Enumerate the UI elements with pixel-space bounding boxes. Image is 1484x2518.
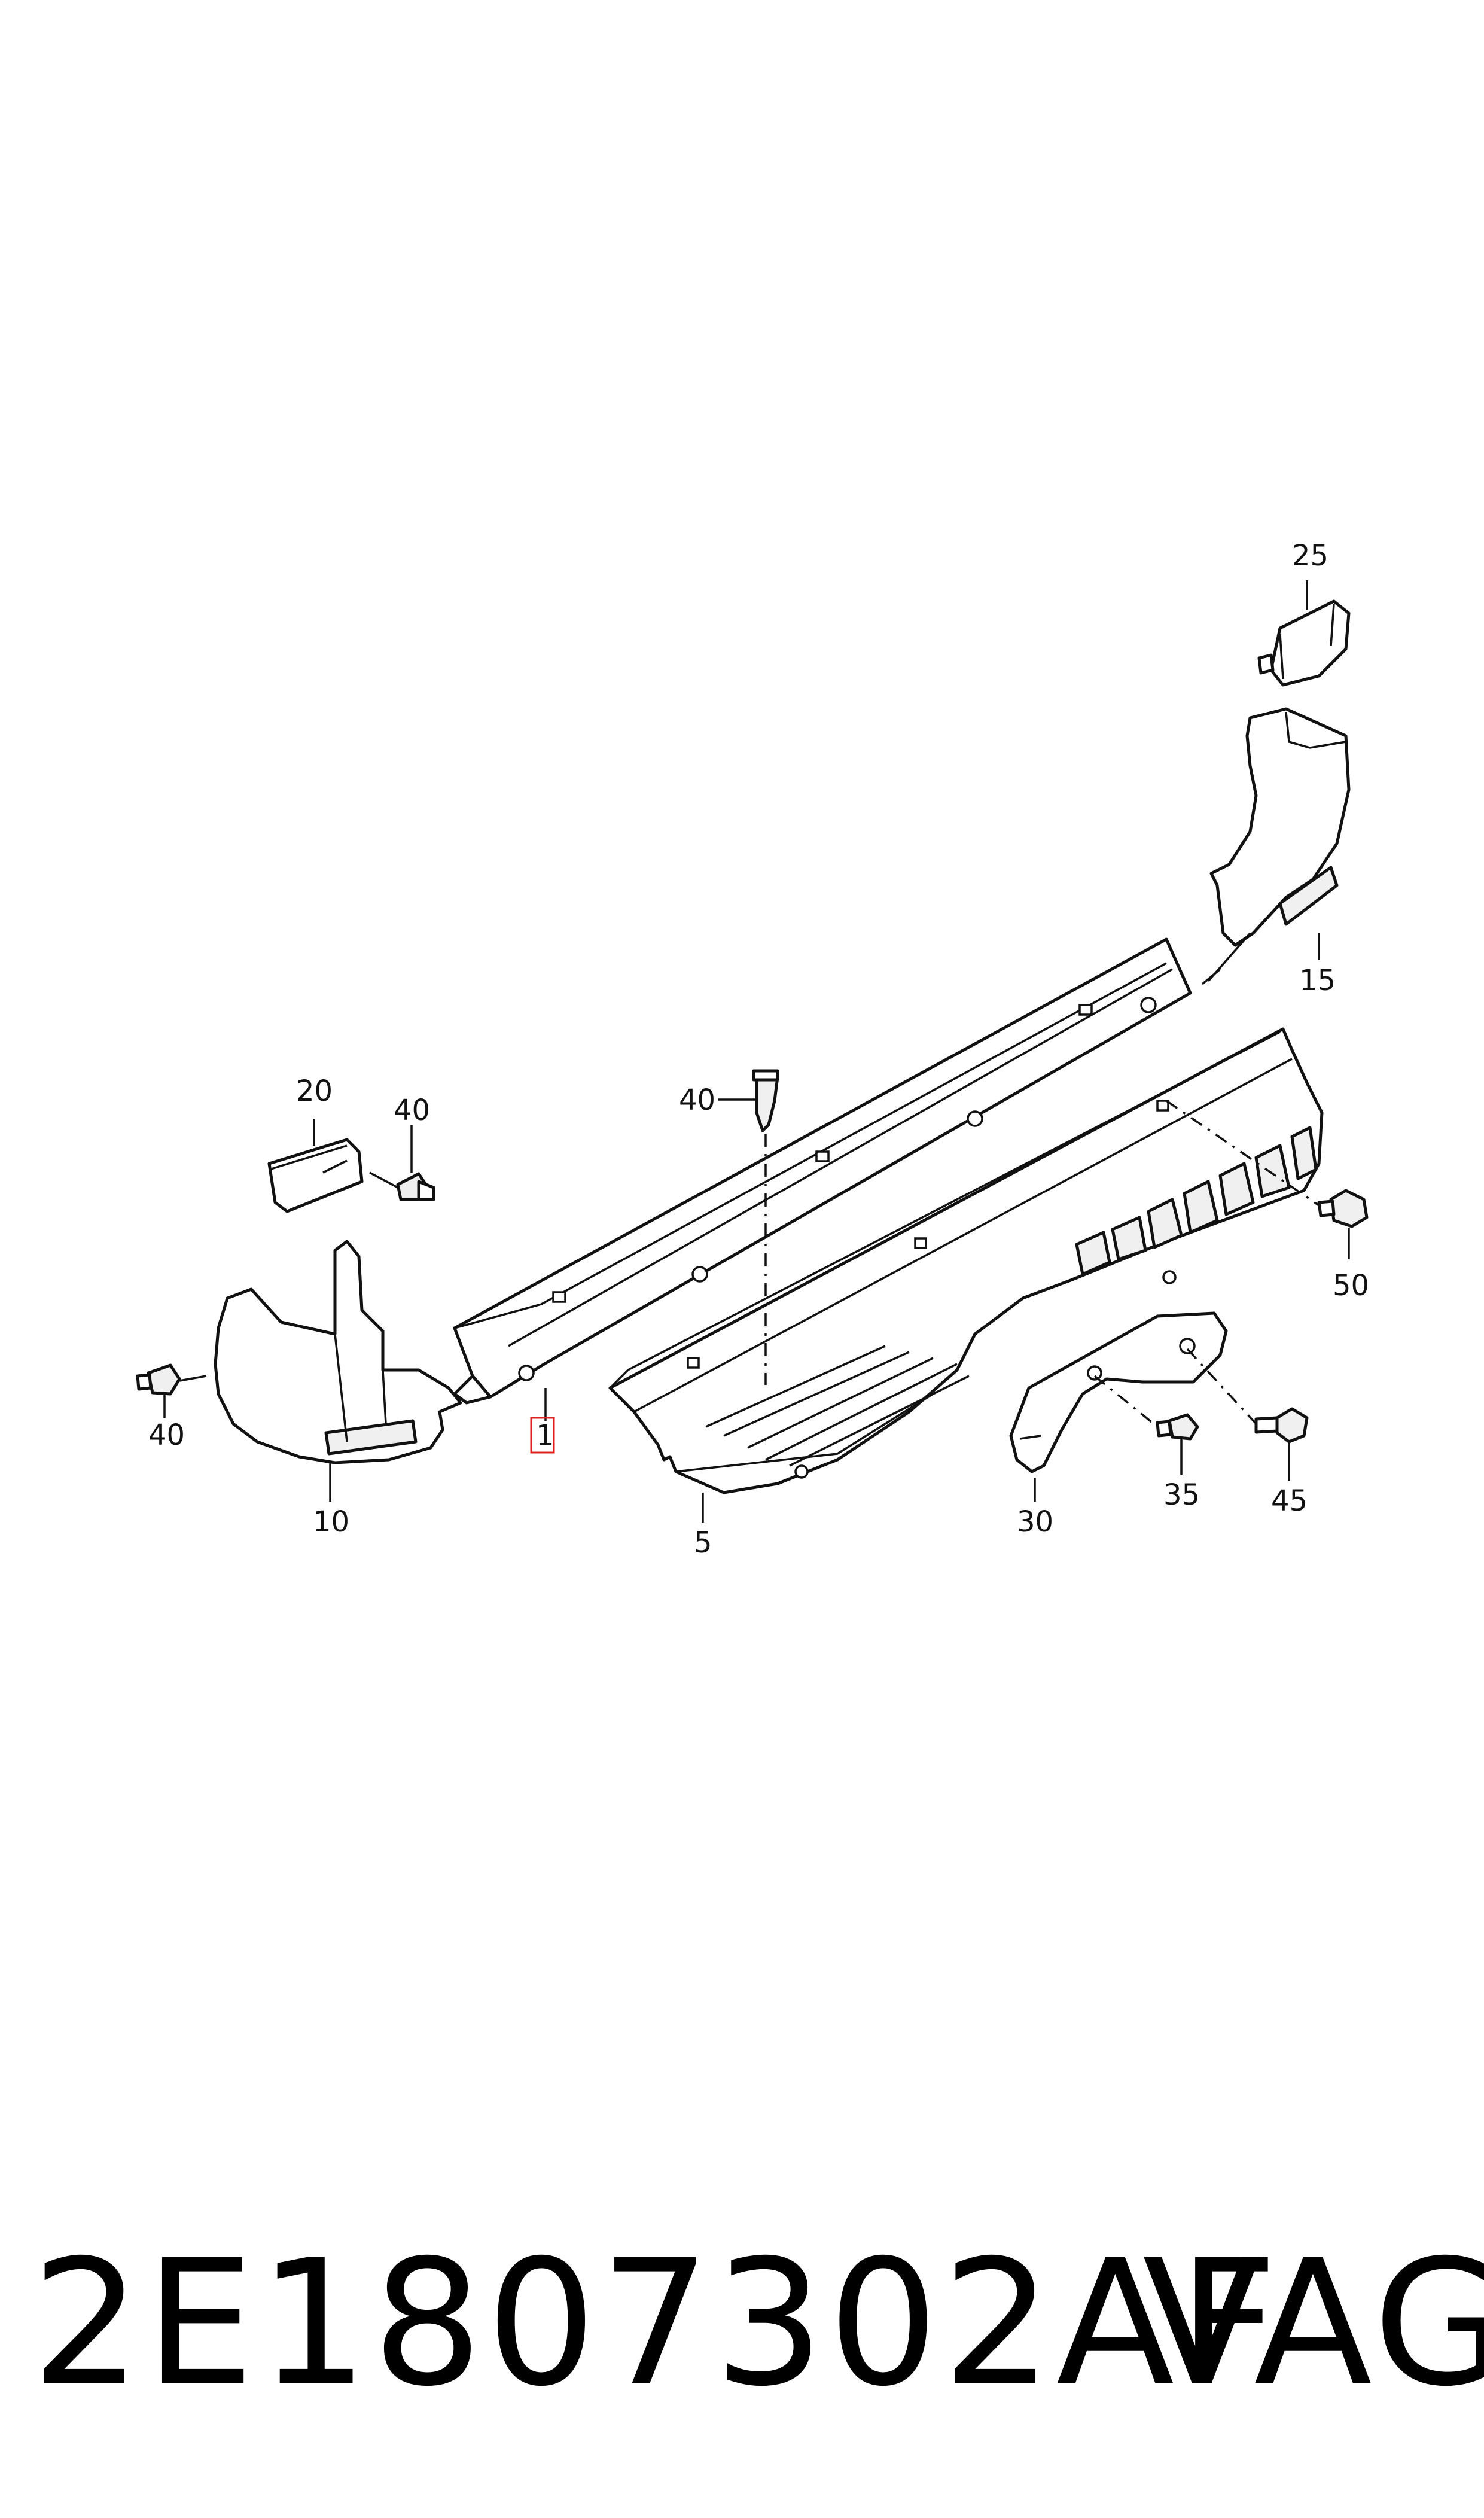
part-10-left-end-cap [214, 1240, 462, 1464]
exploded-parts-diagram: 25 15 20 40 40 50 40 1 10 5 30 35 45 [136, 539, 1369, 1560]
callout-45: 45 [1271, 1484, 1308, 1518]
brand-label: VAG [1142, 2223, 1484, 2425]
fastener-axis-35 [1093, 1375, 1159, 1428]
fastener-40-upper [369, 1171, 435, 1201]
callout-40-center: 40 [679, 1083, 715, 1117]
callout-40-upper: 40 [394, 1094, 430, 1127]
part-1-reinforcement-rail [453, 937, 1192, 1405]
callout-15: 15 [1299, 964, 1336, 997]
fastener-45 [1254, 1407, 1309, 1444]
fastener-40-center [752, 1069, 779, 1132]
part-5-step-cover [608, 1027, 1324, 1494]
callout-35: 35 [1163, 1478, 1200, 1512]
part-30-bracket [1009, 1311, 1228, 1473]
callout-1: 1 [536, 1419, 554, 1453]
callout-5: 5 [694, 1526, 712, 1560]
callout-50: 50 [1333, 1269, 1369, 1302]
part-20-bracket [267, 1138, 364, 1213]
fastener-40-left [136, 1363, 207, 1396]
callout-30: 30 [1017, 1505, 1053, 1539]
part-15-right-end-cap [1201, 707, 1351, 985]
part-number-label: 2E1807302AF [31, 2223, 1282, 2425]
fastener-35 [1156, 1413, 1199, 1441]
part-25-bracket [1257, 599, 1351, 687]
callout-1-highlight [530, 1417, 555, 1454]
fastener-axis-50 [1166, 1100, 1320, 1207]
callout-40-left: 40 [148, 1418, 185, 1452]
fastener-50 [1317, 1189, 1369, 1228]
callout-20: 20 [296, 1074, 333, 1108]
callout-25: 25 [1292, 539, 1328, 573]
callout-10: 10 [313, 1505, 349, 1539]
fastener-axis-45 [1186, 1348, 1257, 1425]
